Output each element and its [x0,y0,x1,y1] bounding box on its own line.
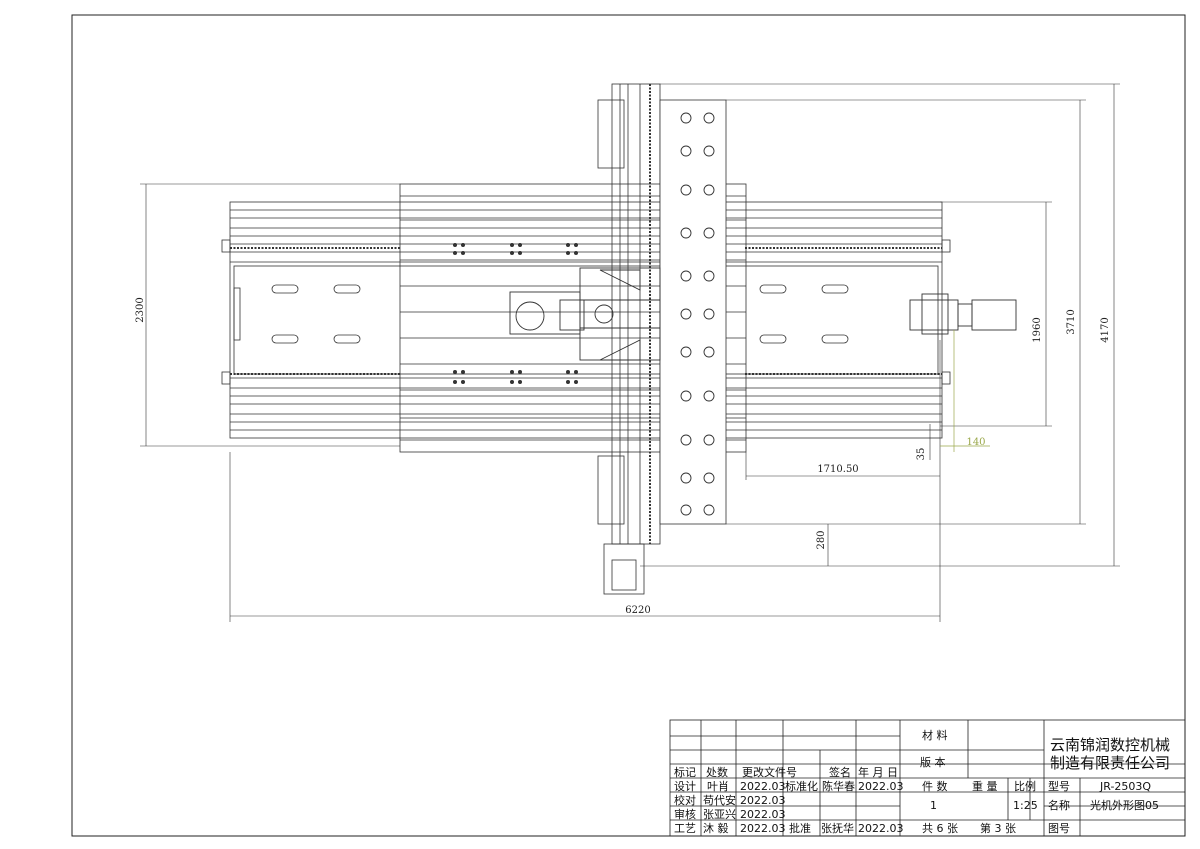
company-name-line2: 制造有限责任公司 [1050,754,1171,772]
scale-value: 1:25 [1013,799,1038,812]
sheets-total: 共 6 张 [922,822,958,835]
sheet-current: 第 3 张 [980,822,1016,835]
material-label: 材 料 [922,729,948,742]
pieces-value: 1 [930,799,937,812]
x-axis-motor [909,293,1017,335]
gantry-holes [680,112,715,516]
model-value: JR-2503Q [1100,780,1152,793]
machine-bed [221,201,951,439]
check-date: 2022.03 [740,794,786,807]
dimension-lines [140,83,1120,622]
standardization-date: 2022.03 [858,780,904,793]
table-holes [453,243,578,384]
title-block-grid [669,719,1186,837]
weight-label: 重 量 [972,780,998,793]
design-role: 设计 [674,780,696,793]
process-name: 沐 毅 [703,822,729,835]
spindle-head [509,267,661,361]
dim-1710-50: 1710.50 [817,464,858,475]
dim-3710: 3710 [1066,309,1077,334]
dim-6220: 6220 [625,605,650,616]
table-slots [271,284,849,344]
dim-280: 280 [816,530,827,549]
review-name: 张亚兴 [703,808,736,821]
review-role: 审核 [674,808,696,821]
review-date: 2022.03 [740,808,786,821]
scale-label: 比例 [1014,780,1036,793]
gantry-beam [597,83,727,595]
dim-4170: 4170 [1100,317,1111,342]
design-name: 叶肖 [707,780,729,793]
approve-date: 2022.03 [858,822,904,835]
header-date: 年 月 日 [858,766,898,779]
approve-name: 张抚华 [821,822,854,835]
header-mark: 标记 [674,766,696,779]
design-date: 2022.03 [740,780,786,793]
check-role: 校对 [674,794,696,807]
header-count: 处数 [706,766,728,779]
process-role: 工艺 [674,822,696,835]
header-signature: 签名 [829,766,851,779]
approve-role: 批准 [789,822,811,835]
standardization-name: 陈华春 [822,780,855,793]
standardization-role: 标准化 [785,780,818,793]
dim-140: 140 [966,437,985,448]
drawing-frame [71,14,1186,837]
process-date: 2022.03 [740,822,786,835]
header-change-doc: 更改文件号 [742,766,797,779]
check-name: 苟代安 [703,794,736,807]
name-label: 名称 [1048,799,1070,812]
dimension-140-line [940,330,990,452]
model-label: 型号 [1048,780,1070,793]
pieces-label: 件 数 [922,780,948,793]
company-name-line1: 云南锦润数控机械 [1050,736,1171,754]
version-label: 版 本 [920,756,946,769]
dim-35: 35 [916,448,927,461]
dim-2300: 2300 [135,297,146,322]
drawing-no-label: 图号 [1048,822,1070,835]
name-value: 光机外形图05 [1090,799,1159,812]
dim-1960: 1960 [1032,317,1043,342]
